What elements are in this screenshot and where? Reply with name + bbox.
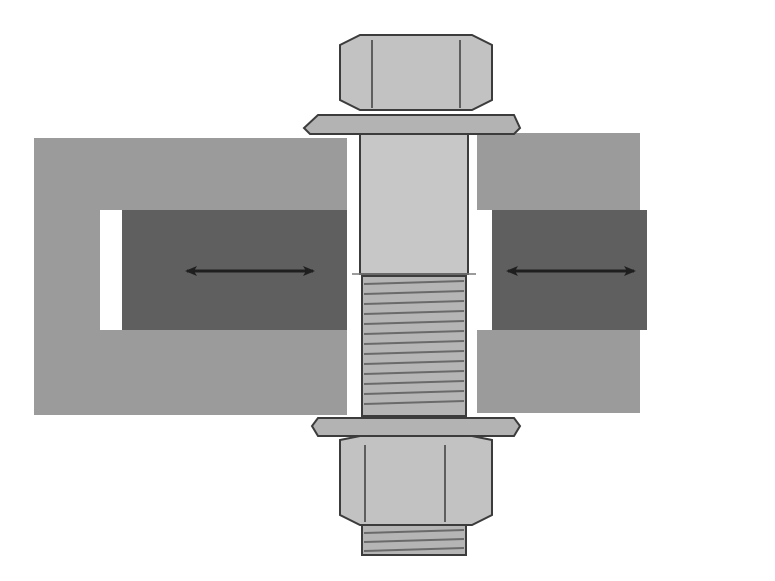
thread-lines	[363, 280, 465, 405]
bolt-flange	[302, 114, 522, 135]
bolt-shank	[359, 133, 469, 275]
nut-hex	[339, 435, 493, 526]
flange-bolt	[302, 34, 522, 417]
bolt-head-hex	[339, 34, 493, 111]
flange-nut	[310, 417, 522, 556]
nut-flange	[310, 417, 522, 437]
bolt-thread	[361, 275, 467, 417]
gap-right	[477, 210, 492, 330]
gap-left	[100, 210, 122, 330]
